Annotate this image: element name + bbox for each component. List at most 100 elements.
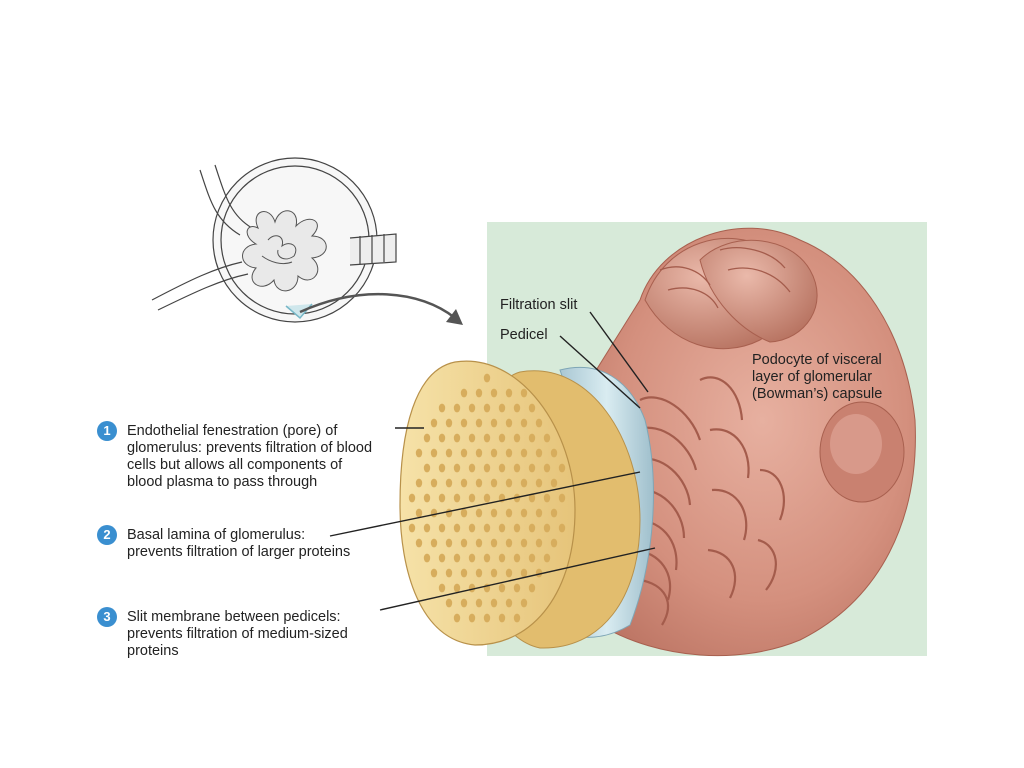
- leader-lines: [329, 311, 656, 611]
- pore: [505, 478, 513, 488]
- pore: [453, 433, 461, 443]
- pore: [453, 463, 461, 473]
- renal-corpuscle-inset: [151, 157, 397, 323]
- pore: [460, 568, 468, 578]
- pore: [475, 388, 483, 398]
- pore: [550, 508, 558, 518]
- pore: [453, 493, 461, 503]
- pore: [445, 418, 453, 428]
- pore: [520, 538, 528, 548]
- pore: [520, 508, 528, 518]
- pore: [475, 448, 483, 458]
- pore: [505, 538, 513, 548]
- pore: [408, 523, 416, 533]
- pore: [475, 508, 483, 518]
- pore: [445, 508, 453, 518]
- pore: [490, 418, 498, 428]
- pore: [490, 448, 498, 458]
- pore: [498, 523, 506, 533]
- pore: [498, 463, 506, 473]
- pore: [415, 448, 423, 458]
- pore: [498, 403, 506, 413]
- pore: [558, 523, 566, 533]
- pore: [460, 538, 468, 548]
- item-1-line-3: cells but allows all components of: [127, 457, 343, 473]
- pore: [430, 568, 438, 578]
- pore: [460, 478, 468, 488]
- pore: [490, 598, 498, 608]
- pore: [550, 448, 558, 458]
- filtration-slit-text: Filtration slit: [500, 297, 578, 313]
- item-3-line-2: prevents filtration of medium-sized: [127, 626, 348, 642]
- podocyte-body: [574, 227, 916, 657]
- pore: [430, 448, 438, 458]
- item-2-text: Basal lamina of glomerulus: prevents fil…: [127, 527, 350, 561]
- pore: [460, 598, 468, 608]
- pore: [445, 538, 453, 548]
- pore: [423, 553, 431, 563]
- pore: [520, 448, 528, 458]
- pore: [453, 583, 461, 593]
- pore: [408, 493, 416, 503]
- pore: [528, 433, 536, 443]
- podocyte-label: Podocyte of visceral layer of glomerular…: [752, 352, 882, 403]
- item-1-badge: 1: [97, 421, 117, 441]
- pore: [505, 598, 513, 608]
- pedicel-label: Pedicel: [500, 327, 548, 344]
- filtration-slit-label: Filtration slit: [500, 297, 577, 314]
- pore: [483, 553, 491, 563]
- pore: [498, 553, 506, 563]
- pore: [513, 433, 521, 443]
- item-3-text: Slit membrane between pedicels: prevents…: [127, 609, 348, 660]
- pointer-arrow-head: [446, 309, 463, 325]
- pore: [438, 553, 446, 563]
- pore: [535, 478, 543, 488]
- pore: [490, 388, 498, 398]
- pore: [438, 433, 446, 443]
- pore: [468, 463, 476, 473]
- pore: [483, 433, 491, 443]
- pore: [520, 568, 528, 578]
- pore: [505, 388, 513, 398]
- pore: [483, 403, 491, 413]
- pore: [535, 418, 543, 428]
- pore: [558, 463, 566, 473]
- pore: [505, 508, 513, 518]
- pore: [415, 538, 423, 548]
- pore: [438, 403, 446, 413]
- pore: [483, 463, 491, 473]
- pore: [460, 388, 468, 398]
- pore: [505, 418, 513, 428]
- pore: [505, 448, 513, 458]
- item-3-line-3: proteins: [127, 643, 179, 659]
- pore: [475, 598, 483, 608]
- item-2-line-2: prevents filtration of larger proteins: [127, 544, 351, 560]
- podocyte-line-2: layer of glomerular: [752, 369, 873, 385]
- item-1-line-2: glomerulus: prevents filtration of blood: [127, 440, 373, 456]
- pore: [528, 553, 536, 563]
- pore: [475, 418, 483, 428]
- podocyte-line-1: Podocyte of visceral: [752, 352, 882, 368]
- pore: [445, 598, 453, 608]
- pore: [543, 553, 551, 563]
- item-1-line-1: Endothelial fenestration (pore) of: [127, 423, 338, 439]
- podocyte-line-3: (Bowman’s) capsule: [752, 386, 883, 402]
- pore: [415, 508, 423, 518]
- pore: [430, 418, 438, 428]
- pore: [543, 493, 551, 503]
- pore: [438, 583, 446, 593]
- pore: [528, 493, 536, 503]
- pore: [490, 568, 498, 578]
- pore: [468, 433, 476, 443]
- pore: [453, 553, 461, 563]
- pore: [490, 508, 498, 518]
- pore: [513, 523, 521, 533]
- pore: [475, 538, 483, 548]
- pointer-arrow: [299, 292, 456, 319]
- pore: [468, 613, 476, 623]
- pore: [468, 583, 476, 593]
- pore: [543, 463, 551, 473]
- pore: [528, 583, 536, 593]
